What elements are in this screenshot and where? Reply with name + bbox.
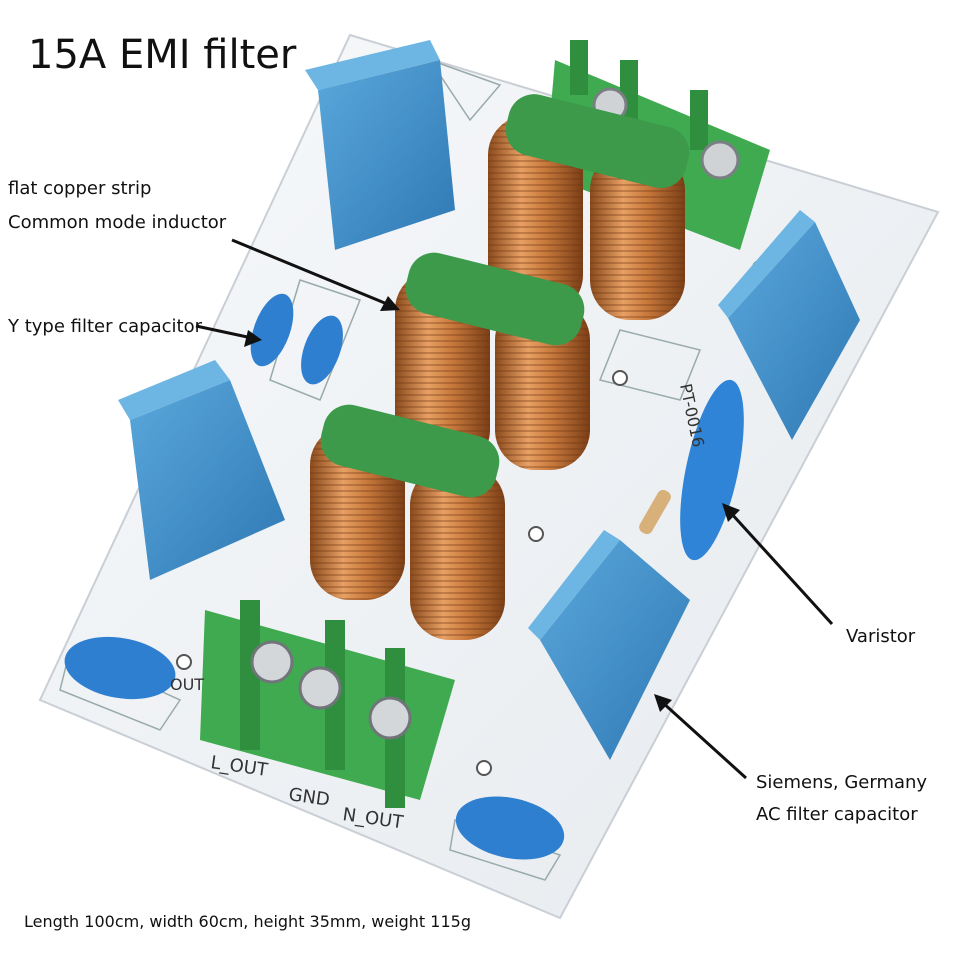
arrow-varistor	[722, 503, 834, 626]
inductor-middle	[395, 252, 590, 470]
annotation-ac-capacitor: AC filter capacitor	[756, 804, 918, 825]
annotation-y-capacitor: Y type filter capacitor	[8, 316, 202, 337]
dimensions-caption: Length 100cm, width 60cm, height 35mm, w…	[24, 912, 471, 931]
box-capacitor-top-left	[305, 40, 455, 250]
page-title: 15A EMI filter	[22, 30, 303, 80]
arrow-ac-cap	[654, 694, 748, 780]
box-capacitor-left	[118, 360, 285, 580]
annotation-copper-strip: flat copper strip	[8, 178, 152, 199]
arrow-inductor	[231, 238, 400, 311]
resistor	[639, 489, 671, 535]
board-label-out: OUT	[170, 675, 204, 694]
annotation-cm-inductor: Common mode inductor	[8, 212, 227, 233]
box-capacitor-right-top	[718, 210, 860, 440]
annotation-varistor: Varistor	[846, 626, 916, 647]
terminal-block-bottom	[200, 600, 455, 808]
y-capacitor-bottom	[455, 796, 565, 860]
inductor-bottom	[310, 404, 505, 640]
varistor-disc	[680, 379, 744, 561]
inductor-top	[488, 94, 690, 320]
arrow-y-cap	[195, 324, 262, 347]
y-capacitor-bottom-left	[64, 636, 176, 700]
box-capacitor-right-bottom	[528, 530, 690, 760]
y-capacitor-left	[250, 293, 343, 385]
annotation-siemens: Siemens, Germany	[756, 772, 928, 793]
